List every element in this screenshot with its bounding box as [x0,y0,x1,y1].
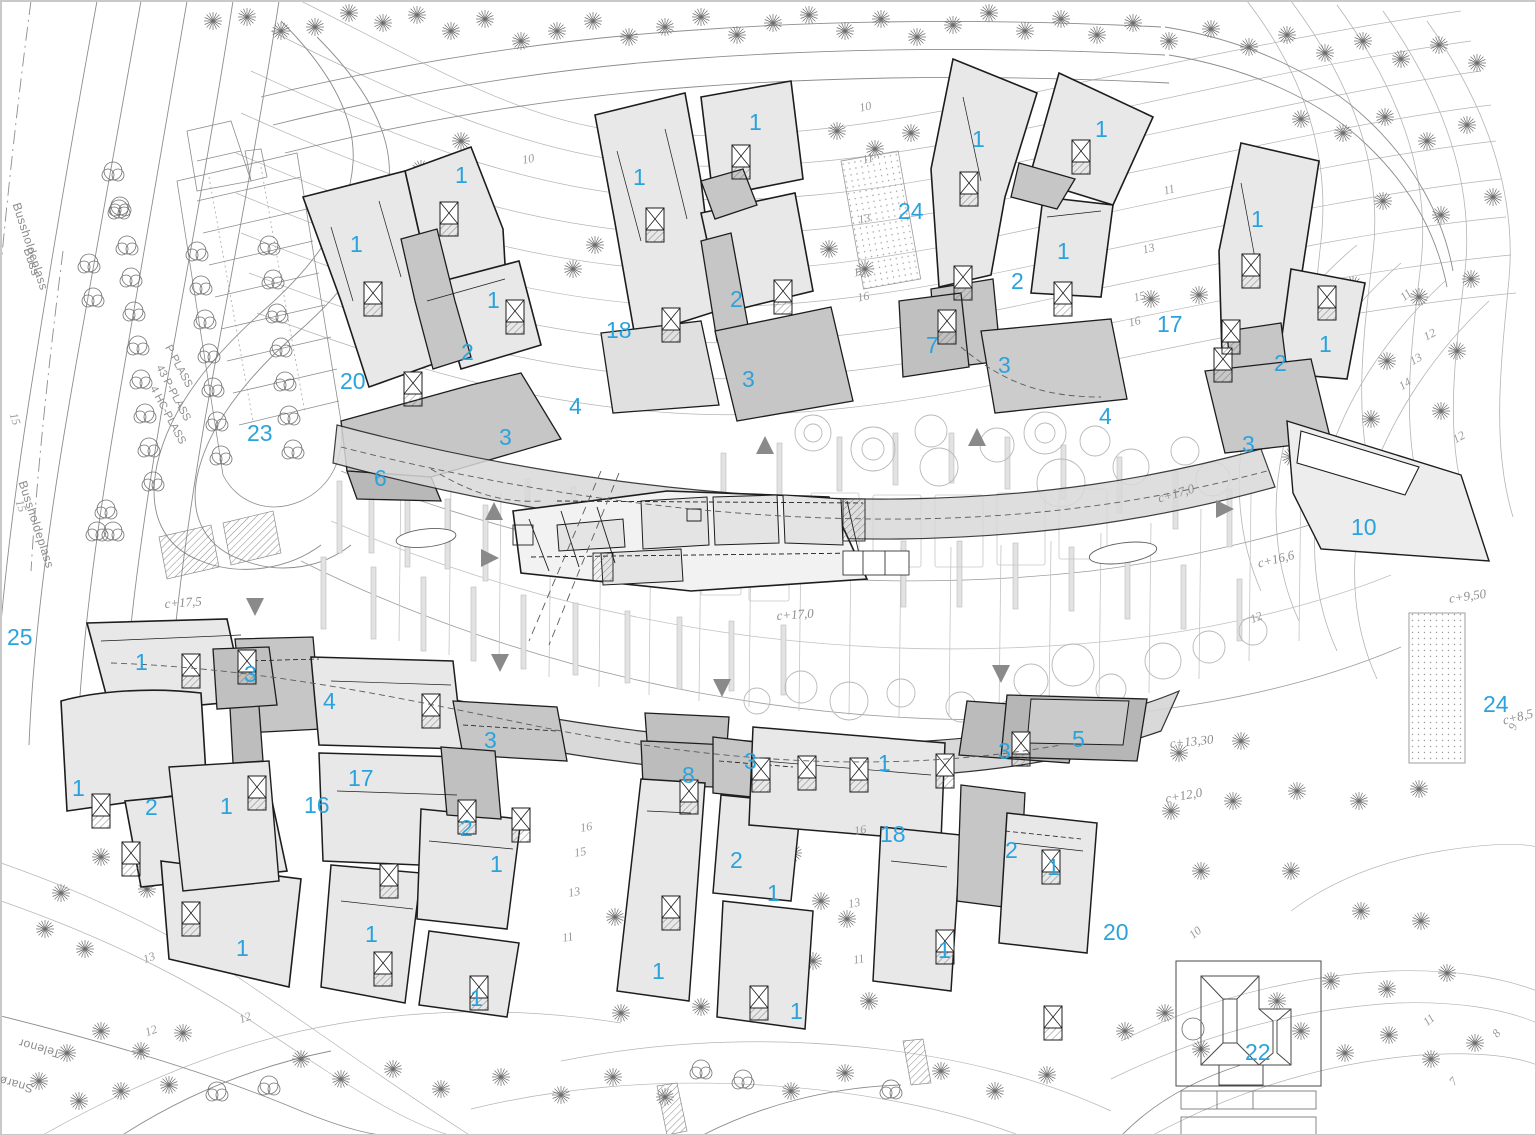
key-label-2: 2 [730,847,743,873]
key-label-3: 3 [1242,431,1255,457]
key-label-10: 10 [1351,514,1377,540]
elevation-c-17-0: c+17,0 [776,605,815,623]
parking-area-23 [176,120,343,508]
key-label-1: 1 [470,985,483,1011]
key-label-1: 1 [365,921,378,947]
key-label-1: 1 [972,126,985,152]
key-label-1: 1 [1047,854,1060,880]
key-label-2: 2 [145,794,158,820]
key-label-18: 18 [606,317,632,343]
contour-15: 15 [573,843,588,860]
contour-11: 11 [852,951,866,967]
key-label-1: 1 [135,649,148,675]
key-label-1: 1 [350,231,363,257]
key-label-17: 17 [348,765,374,791]
key-label-1: 1 [490,851,503,877]
key-label-1: 1 [72,775,85,801]
key-label-24: 24 [1483,691,1509,717]
key-label-2: 2 [460,815,473,841]
key-label-23: 23 [247,420,273,446]
key-label-1: 1 [652,958,665,984]
contour-13: 13 [567,883,582,900]
key-label-20: 20 [1103,919,1129,945]
key-label-6: 6 [374,465,387,491]
key-label-1: 1 [878,750,891,776]
central-courtyard [300,411,1402,726]
south-building-cluster [60,319,1241,1041]
key-label-17: 17 [1157,311,1183,337]
key-label-16: 16 [304,792,330,818]
key-label-25: 25 [7,624,33,650]
key-label-1: 1 [236,935,249,961]
elevation-c-17-5: c+17,5 [164,593,203,611]
key-label-1: 1 [633,164,646,190]
key-label-3: 3 [484,727,497,753]
key-label-20: 20 [340,368,366,394]
key-label-3: 3 [499,424,512,450]
key-label-1: 1 [487,287,500,313]
planted-strip-24-north [840,150,922,290]
key-label-1: 1 [1319,331,1332,357]
contour-13: 13 [847,894,862,911]
key-label-1: 1 [749,109,762,135]
key-label-1: 1 [1251,206,1264,232]
key-label-3: 3 [742,366,755,392]
key-label-2: 2 [730,286,743,312]
key-label-1: 1 [767,880,780,906]
key-label-3: 3 [744,748,757,774]
crosswalk [158,510,932,1134]
key-label-2: 2 [1274,350,1287,376]
key-label-1: 1 [1057,238,1070,264]
key-label-1: 1 [1095,116,1108,142]
key-label-4: 4 [569,393,582,419]
key-label-18: 18 [880,821,906,847]
pedestrian-paths [110,346,1268,763]
key-label-24: 24 [898,198,924,224]
contour-10: 10 [521,150,536,167]
key-label-5: 5 [1072,726,1085,752]
key-label-2: 2 [1011,268,1024,294]
contour-16: 16 [579,818,594,835]
planted-strip-24 [1408,612,1466,764]
key-label-4: 4 [323,688,336,714]
key-label-1: 1 [455,162,468,188]
contour-16: 16 [853,821,868,838]
key-label-2: 2 [1005,837,1018,863]
key-label-22: 22 [1245,1039,1271,1065]
building-22 [1175,960,1322,1134]
key-label-1: 1 [790,998,803,1024]
key-label-7: 7 [926,332,939,358]
key-label-2: 2 [461,339,474,365]
key-label-3: 3 [998,352,1011,378]
key-label-3: 3 [998,738,1011,764]
contour-11: 11 [561,929,575,945]
key-label-4: 4 [1099,403,1112,429]
key-label-1: 1 [220,793,233,819]
key-label-3: 3 [244,661,257,687]
key-label-8: 8 [682,762,695,788]
key-label-1: 1 [938,937,951,963]
